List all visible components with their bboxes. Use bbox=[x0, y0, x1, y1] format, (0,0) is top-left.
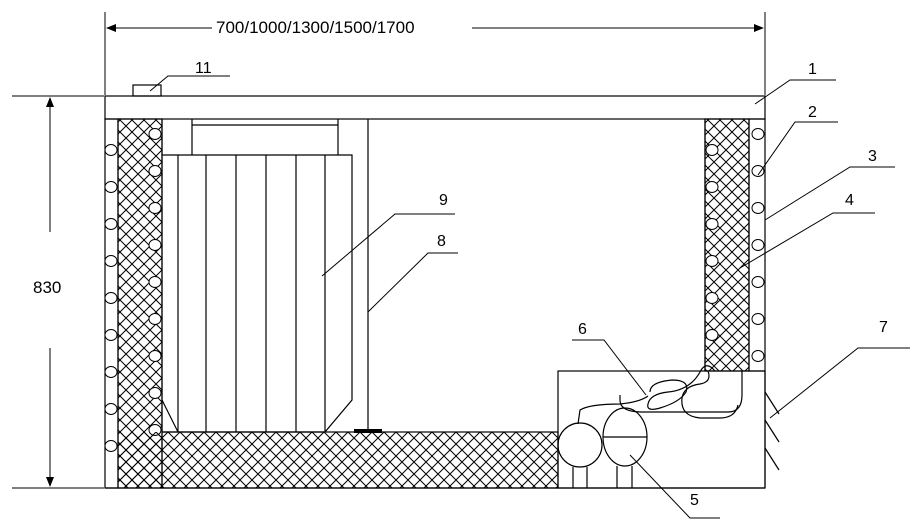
insulation-bead bbox=[148, 128, 162, 140]
insulation-bead bbox=[148, 276, 162, 288]
callout-2: 2 bbox=[808, 104, 817, 121]
lid-handle bbox=[132, 84, 162, 97]
height-dimension-label: 830 bbox=[33, 278, 61, 297]
top-lid bbox=[104, 95, 766, 120]
leader-lines bbox=[149, 75, 910, 519]
insulation-bead bbox=[104, 144, 118, 156]
insulation-bead bbox=[104, 292, 118, 304]
insulation-bead bbox=[705, 181, 719, 193]
probe-rod bbox=[354, 119, 382, 433]
insulation-bead bbox=[148, 202, 162, 214]
insulation-bead bbox=[751, 313, 765, 325]
specimen-rack bbox=[161, 154, 353, 433]
insulation-bead bbox=[148, 313, 162, 325]
callout-1: 1 bbox=[808, 61, 817, 78]
insulation-bead bbox=[705, 329, 719, 341]
insulation-bead bbox=[705, 292, 719, 304]
insulation-bead bbox=[104, 403, 118, 415]
left-floor-segment bbox=[118, 432, 162, 488]
callout-7: 7 bbox=[879, 319, 888, 336]
insulation-bead bbox=[705, 218, 719, 230]
insulation-bead bbox=[751, 128, 765, 140]
callout-3: 3 bbox=[868, 148, 877, 165]
callout-6: 6 bbox=[578, 321, 587, 338]
callout-5: 5 bbox=[690, 492, 699, 509]
insulation-bead bbox=[104, 440, 118, 452]
insulation-bead bbox=[148, 165, 162, 177]
callout-11: 11 bbox=[195, 60, 212, 77]
right-insulation-wall bbox=[704, 118, 766, 372]
insulation-bead bbox=[104, 366, 118, 378]
callout-8: 8 bbox=[437, 233, 446, 250]
bottom-insulation-floor bbox=[161, 431, 559, 489]
insulation-bead bbox=[751, 165, 765, 177]
insulation-bead bbox=[148, 350, 162, 362]
insulation-bead bbox=[104, 218, 118, 230]
insulation-bead bbox=[705, 255, 719, 267]
height-dimension: 830 bbox=[12, 95, 104, 489]
callout-4: 4 bbox=[845, 192, 854, 209]
insulation-bead bbox=[751, 276, 765, 288]
insulation-bead bbox=[148, 387, 162, 399]
machine-compartment bbox=[557, 365, 780, 489]
insulation-bead bbox=[104, 329, 118, 341]
width-dimension: 700/1000/1300/1500/1700 bbox=[104, 12, 766, 95]
callout-9: 9 bbox=[439, 192, 448, 209]
insulation-bead bbox=[751, 350, 765, 362]
insulation-bead bbox=[751, 202, 765, 214]
width-dimension-label: 700/1000/1300/1500/1700 bbox=[216, 18, 415, 37]
insulation-bead bbox=[148, 239, 162, 251]
insulation-bead bbox=[751, 239, 765, 251]
insulation-bead bbox=[104, 255, 118, 267]
insulation-bead bbox=[705, 144, 719, 156]
insulation-bead bbox=[104, 181, 118, 193]
